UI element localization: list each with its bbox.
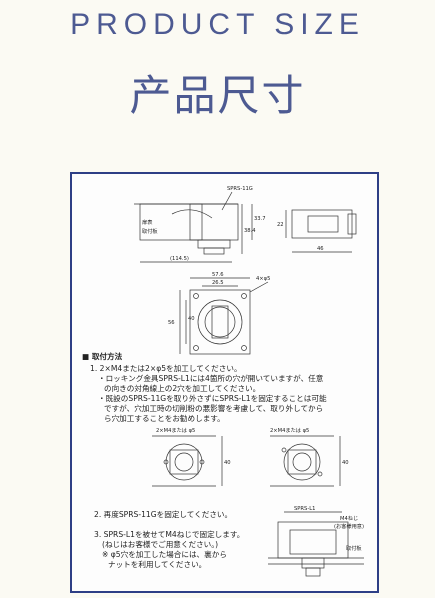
dim-22: 22: [277, 222, 284, 228]
fig3-label-user: (お客様用意): [334, 522, 364, 530]
front-view-dial: [197, 299, 243, 345]
fig3-label-m4: M4ねじ: [340, 515, 358, 522]
step3-line-c: ナットを利用してください。: [108, 560, 207, 569]
dim-46: 46: [317, 246, 324, 252]
dim-33-7: 33.7: [254, 216, 266, 222]
step1-text: 1. 2×M4または2×φ5を加工してください。: [90, 364, 242, 373]
step1-line-e: ら穴加工することをお勧めします。: [104, 414, 225, 423]
top-right-view-body: [291, 209, 353, 239]
side-label-mounting-plate: 取付板: [142, 227, 158, 235]
step2-text: 2. 再度SPRS-11Gを固定してください。: [94, 510, 233, 519]
step1-line-a: ・ロッキング金具SPRS-L1には4箇所の穴が開いていますが、任意: [98, 374, 324, 383]
side-view-nut: [203, 247, 225, 255]
step1-line-c: ・既設のSPRS-11Gを取り外さずにSPRS-L1を固定することは可能: [98, 394, 327, 403]
dim-57-6: 57.6: [212, 272, 224, 278]
right-figure-circle: [283, 443, 321, 481]
product-size-heading: PRODUCT SIZE: [70, 8, 365, 41]
fig3-label-top: SPRS-L1: [294, 506, 315, 512]
fig-right-label: 2×M4または φ5: [270, 427, 309, 434]
step3-line-b: ※ φ5穴を加工した場合には、裏から: [102, 550, 227, 559]
technical-drawing: SPRS-11G 扉表 取付板 38.4 33.7 (114.5) 22 46 …: [134, 186, 364, 577]
front-view-plate: [189, 289, 251, 355]
side-view-flange: [197, 239, 231, 249]
part-label: SPRS-11G: [227, 186, 253, 192]
dim-56: 56: [168, 320, 175, 326]
dim-40: 40: [188, 316, 195, 322]
left-figure-circle: [165, 443, 203, 481]
fig3-label-panel: 取付板: [346, 544, 362, 552]
install-title: ■ 取付方法: [82, 352, 123, 361]
step3-text: 3. SPRS-L1を被せてM4ねじで固定します。: [94, 530, 245, 539]
side-label-door: 扉表: [142, 218, 153, 226]
step1-line-d: ですが、穴加工時の切削粉の悪影響を考慮して、取り外してから: [104, 404, 324, 413]
step1-line-b: の向きの対角線上の2穴を加工してください。: [104, 384, 261, 393]
dimension-sheet: SPRS-11G 扉表 取付板 38.4 33.7 (114.5) 22 46 …: [70, 172, 379, 593]
holes-label: 4×φ5: [256, 276, 270, 282]
dim-26-5: 26.5: [212, 280, 224, 286]
fig-left-label: 2×M4または φ5: [156, 427, 195, 434]
dim-38-4: 38.4: [244, 228, 256, 234]
step3-line-a: (ねじはお客様でご用意ください。): [102, 540, 219, 549]
side-view-housing: [189, 203, 239, 241]
fig-right-dim-40: 40: [342, 460, 349, 466]
dim-114-5: (114.5): [170, 256, 189, 262]
fig-left-dim-40: 40: [224, 460, 231, 466]
product-size-chinese-heading: 产品尺寸: [129, 71, 306, 120]
